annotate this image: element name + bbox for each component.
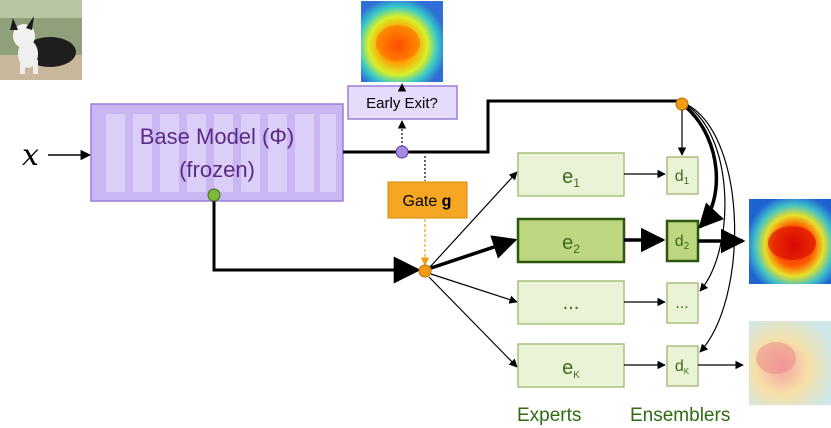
expert-3: ... xyxy=(517,280,625,325)
base-to-router-path xyxy=(212,195,421,284)
early-exit-heatmap xyxy=(361,1,443,82)
expert-k-sub: K xyxy=(573,370,580,381)
top-router-node xyxy=(675,97,689,111)
router-node xyxy=(418,264,432,278)
top-router-to-ensembler-2 xyxy=(685,106,724,229)
expert-k-label: e xyxy=(562,357,573,379)
router-to-expert-1 xyxy=(429,171,518,268)
gate-label: Gate g xyxy=(403,193,452,210)
early-exit-label: Early Exit? xyxy=(366,95,438,112)
base-model-frozen: (frozen) xyxy=(179,157,255,182)
ensembler-2-label: d xyxy=(675,233,684,250)
svg-text:d1: d1 xyxy=(675,168,690,187)
ensembler-1: d1 xyxy=(666,156,699,195)
ensembler-2-sub: 2 xyxy=(684,241,690,252)
ensembler-k-sub: K xyxy=(684,367,690,376)
top-router-to-ensembler-3 xyxy=(687,105,726,292)
base-model-block xyxy=(90,103,344,202)
ensembler-3-label: ... xyxy=(675,295,688,312)
svg-text:...: ... xyxy=(563,292,580,314)
ensembler-2: d2 xyxy=(665,219,700,263)
gate-box xyxy=(387,181,468,219)
ensembler-1-sub: 1 xyxy=(684,176,690,187)
svg-text:eK: eK xyxy=(562,357,580,381)
expert-1-sub: 1 xyxy=(573,176,580,190)
exit-node xyxy=(395,145,409,159)
expert-2: e2 xyxy=(516,217,626,264)
svg-text:e2: e2 xyxy=(562,232,580,256)
svg-text:...: ... xyxy=(675,295,688,312)
svg-text:d2: d2 xyxy=(675,233,690,252)
router-to-expert-2 xyxy=(430,235,518,270)
ensembler-k: dK xyxy=(666,345,699,387)
ensembler-k-label: d xyxy=(675,358,684,375)
expert-2-sub: 2 xyxy=(573,242,580,256)
input-x-label: x xyxy=(22,138,39,173)
base-model-title: Base Model (Φ) xyxy=(140,124,295,149)
expert-3-label: ... xyxy=(563,292,580,314)
ensembler-1-label: d xyxy=(675,168,684,185)
svg-text:e1: e1 xyxy=(562,166,580,190)
router-to-expert-3 xyxy=(430,273,518,304)
gate-symbol: g xyxy=(442,193,452,210)
ensembler-3: ... xyxy=(666,282,699,324)
base-output-node xyxy=(207,188,221,202)
top-router-to-ensembler-k xyxy=(687,104,736,353)
expert-2-label: e xyxy=(562,232,573,254)
expert-k: eK xyxy=(517,343,625,388)
input-dog-photo xyxy=(0,0,82,80)
router-to-expert-k xyxy=(428,276,518,368)
ensemblers-section-label: Ensemblers xyxy=(630,405,730,426)
svg-text:dK: dK xyxy=(675,358,690,376)
output-heatmap-strong xyxy=(749,199,831,284)
output-heatmap-faded xyxy=(749,321,831,405)
feature-path-top xyxy=(343,99,682,154)
expert-1: e1 xyxy=(517,152,625,197)
expert-1-label: e xyxy=(562,166,573,188)
experts-section-label: Experts xyxy=(517,405,581,426)
